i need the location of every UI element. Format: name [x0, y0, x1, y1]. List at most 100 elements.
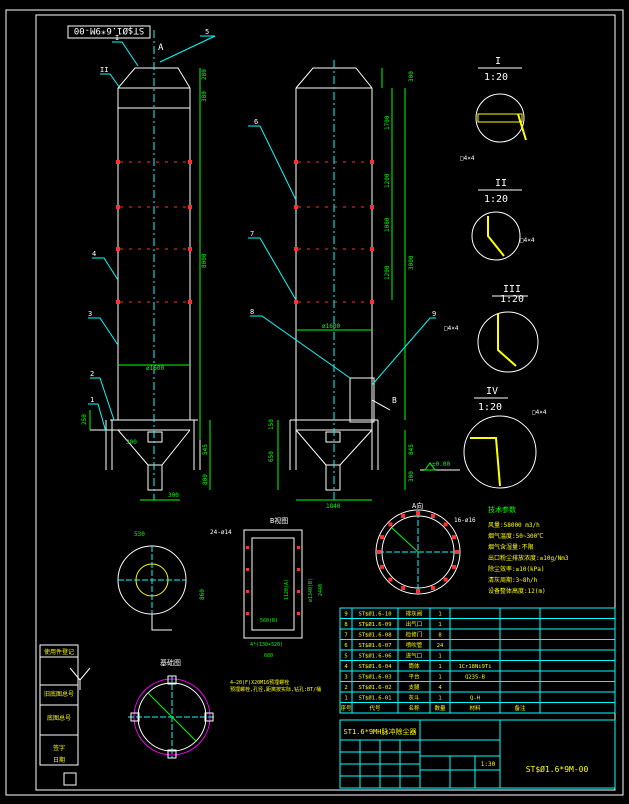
svg-text:1:20: 1:20	[500, 294, 524, 305]
svg-text:□4×4: □4×4	[444, 325, 459, 332]
section-bolt	[430, 586, 435, 590]
parts-table-cell: 喷吹管	[406, 641, 423, 649]
rect-dim-4x: 4*(130+520)	[250, 642, 283, 648]
section-bolt	[380, 564, 384, 569]
parts-table-cell: 检修门	[406, 631, 423, 639]
svg-text:1:20: 1:20	[484, 72, 508, 83]
parts-table-cell: 筒体	[408, 662, 420, 670]
section-bolt	[401, 514, 406, 518]
notes-title: 技术参数	[488, 505, 516, 514]
svg-text:1:20: 1:20	[478, 402, 502, 413]
left-dim-545: 545	[202, 444, 209, 455]
left-vessel	[90, 67, 201, 491]
section-bolt	[401, 586, 406, 590]
title-block	[339, 719, 616, 789]
level-mark: ±0.00	[432, 461, 450, 468]
right-dim-1700: 1700	[384, 115, 391, 130]
foundation-note-1: 4—20(F)X20M16预埋螺栓	[230, 679, 289, 686]
parts-table-cell: ST$Ø1.6-02	[358, 684, 391, 691]
left-dimensions	[89, 68, 211, 501]
rect-dim-680: 680	[264, 653, 273, 659]
svg-text:烟气温度:50~300℃: 烟气温度:50~300℃	[488, 532, 543, 540]
section-bolt	[388, 577, 393, 582]
part-3: 3	[88, 310, 92, 318]
svg-text:烟气含湿量:不限: 烟气含湿量:不限	[488, 543, 534, 551]
rect-dim-1340: ø1340(B)	[308, 578, 314, 602]
parts-table-cell: 9	[344, 612, 347, 618]
parts-table-cell: Q235-B	[465, 675, 486, 681]
svg-text:I: I	[495, 56, 501, 67]
right-dim-1080: 1080	[384, 217, 391, 232]
parts-table-header: 代号	[369, 704, 381, 712]
svg-text:□4×4: □4×4	[532, 409, 547, 416]
parts-table-cell: 1	[438, 675, 441, 681]
parts-table-cell: 平台	[408, 673, 420, 681]
parts-table-cell: 1	[438, 664, 441, 670]
rect-view	[243, 529, 303, 639]
parts-table-cell: 4	[438, 685, 442, 691]
section-tag: 16-ø16	[454, 517, 476, 524]
left-bolt-dashes	[120, 161, 188, 303]
left-bottom-dim: 300	[168, 492, 179, 499]
title-block-scale: 1:30	[481, 761, 496, 768]
parts-table-header: 材料	[469, 704, 481, 712]
right-vessel	[289, 67, 391, 491]
right-leaders	[248, 125, 436, 386]
svg-text:签字: 签字	[53, 744, 65, 752]
svg-text:出口粉尘排放浓度:≤10g/Nm3: 出口粉尘排放浓度:≤10g/Nm3	[488, 554, 569, 562]
right-dim-3000: 3000	[408, 255, 415, 270]
parts-table-cell: ST$Ø1.6-01	[358, 695, 391, 702]
svg-text:除尘效率:≥10(kPa): 除尘效率:≥10(kPa)	[488, 565, 545, 573]
parts-table-cell: 1Cr18Ni9Ti	[458, 664, 491, 670]
parts-table-cell: 进气口	[406, 652, 423, 660]
rect-label: B视图	[270, 516, 288, 525]
svg-text:日期: 日期	[53, 756, 65, 764]
parts-table-cell: 6	[344, 643, 347, 649]
svg-text:□4×4: □4×4	[460, 155, 475, 162]
section-bolt	[377, 550, 381, 554]
right-bolt-rows	[294, 160, 374, 304]
part-9: 9	[432, 310, 436, 318]
svg-text:风量:58000 m3/h: 风量:58000 m3/h	[488, 522, 540, 529]
foundation-label: 基础图	[160, 658, 181, 667]
parts-table-cell: 排灰阀	[406, 610, 423, 618]
right-side-150: 150	[268, 419, 275, 430]
right-side-845: 845	[408, 444, 415, 455]
section-a-bolts	[377, 511, 459, 593]
parts-table-cell: 1	[344, 696, 347, 702]
parts-table-cell: 5	[344, 654, 347, 660]
svg-text:III: III	[503, 284, 521, 295]
parts-table-header: 序号	[340, 704, 352, 712]
rect-dim-560: 560(B)	[260, 618, 278, 624]
rect-dim-2440: 2440	[318, 584, 324, 596]
svg-text:设备整体高度:12(m): 设备整体高度:12(m)	[488, 587, 546, 595]
parts-table-cell: 1	[438, 612, 441, 618]
parts-table-cell: 7	[344, 633, 347, 639]
parts-table-cell: 1	[438, 696, 441, 702]
parts-table-cell: ST$Ø1.6-03	[358, 674, 391, 681]
section-bolt	[443, 577, 448, 582]
section-bolt	[416, 589, 420, 593]
left-side-labels: 使用件登记 旧底图总号 底图总号 签字 日期	[39, 644, 79, 766]
technical-notes: 技术参数 风量:58000 m3/h 烟气温度:50~300℃ 烟气含湿量:不限…	[488, 505, 569, 595]
part-7: 7	[250, 230, 254, 238]
section-label: A向	[412, 501, 423, 510]
b-arrow: B	[392, 396, 397, 405]
left-dim-380: 380	[201, 91, 208, 102]
svg-text:IV: IV	[486, 386, 498, 397]
inner-frame	[35, 14, 616, 791]
left-bolt-rows	[116, 160, 192, 304]
left-dim-300a: 300	[126, 439, 137, 446]
corner-marks	[63, 667, 91, 786]
left-leaders	[88, 35, 216, 433]
rect-dim-1120: 1120(A)	[284, 579, 290, 600]
view-arrow-a: A	[158, 43, 164, 53]
rect-tag: 24-ø14	[210, 529, 232, 536]
section-bolt	[443, 522, 448, 527]
rect-bolts	[246, 546, 300, 615]
part-1: 1	[90, 396, 94, 404]
section-bolt	[416, 511, 420, 515]
title-block-name: ST1.6*9MH脉冲除尘器	[344, 727, 417, 736]
right-bottom-dim: 1840	[326, 503, 341, 510]
